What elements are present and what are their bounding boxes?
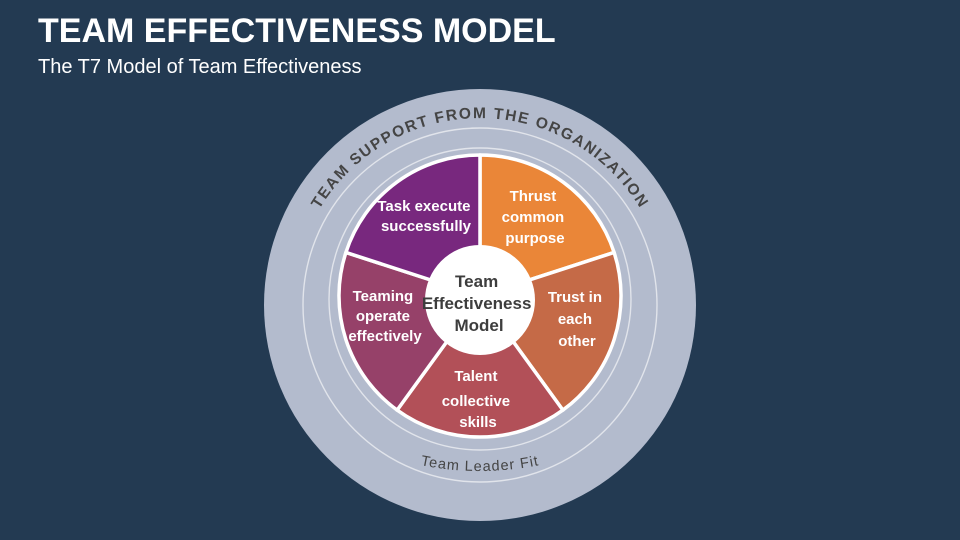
label-line: successfully [381,218,472,235]
center-label-line: Team [455,272,498,291]
label-line: other [558,333,596,350]
label-line: Task execute [377,198,470,215]
center-circle [425,245,535,355]
inner-ring-label: Team Leader Fit [420,453,541,475]
slide-title: TEAM EFFECTIVENESS MODEL [38,12,556,50]
label-line: Teaming [353,288,414,305]
label-line: effectively [348,328,422,345]
slide-subtitle: The T7 Model of Team Effectiveness [38,56,362,78]
label-task-execute-successfully: Task execute successfully [377,198,474,235]
label-trust-in-each-other: Trust in each other [548,289,606,350]
label-line: each [558,311,592,328]
center-label-line: Effectiveness [422,294,532,313]
label-line: Trust in [548,289,602,306]
label-teaming-operate-effectively: Teaming operate effectively [348,288,422,345]
label-talent-collective-skills: Talent collective skills [442,368,515,431]
label-line: purpose [505,230,564,247]
label-line: collective [442,393,510,410]
label-line: common [502,209,565,226]
center-label: Team Effectiveness Model [422,272,536,335]
label-line: skills [459,414,497,431]
label-line: Thrust [510,188,557,205]
segment-talent-collective-skills [395,294,565,439]
center-label-line: Model [454,316,503,335]
label-line: operate [356,308,410,325]
label-line: Talent [454,368,497,385]
label-thrust-common-purpose: Thrust common purpose [502,188,569,247]
ring-divider-inner [328,147,632,451]
ring-divider-outer [302,127,658,483]
